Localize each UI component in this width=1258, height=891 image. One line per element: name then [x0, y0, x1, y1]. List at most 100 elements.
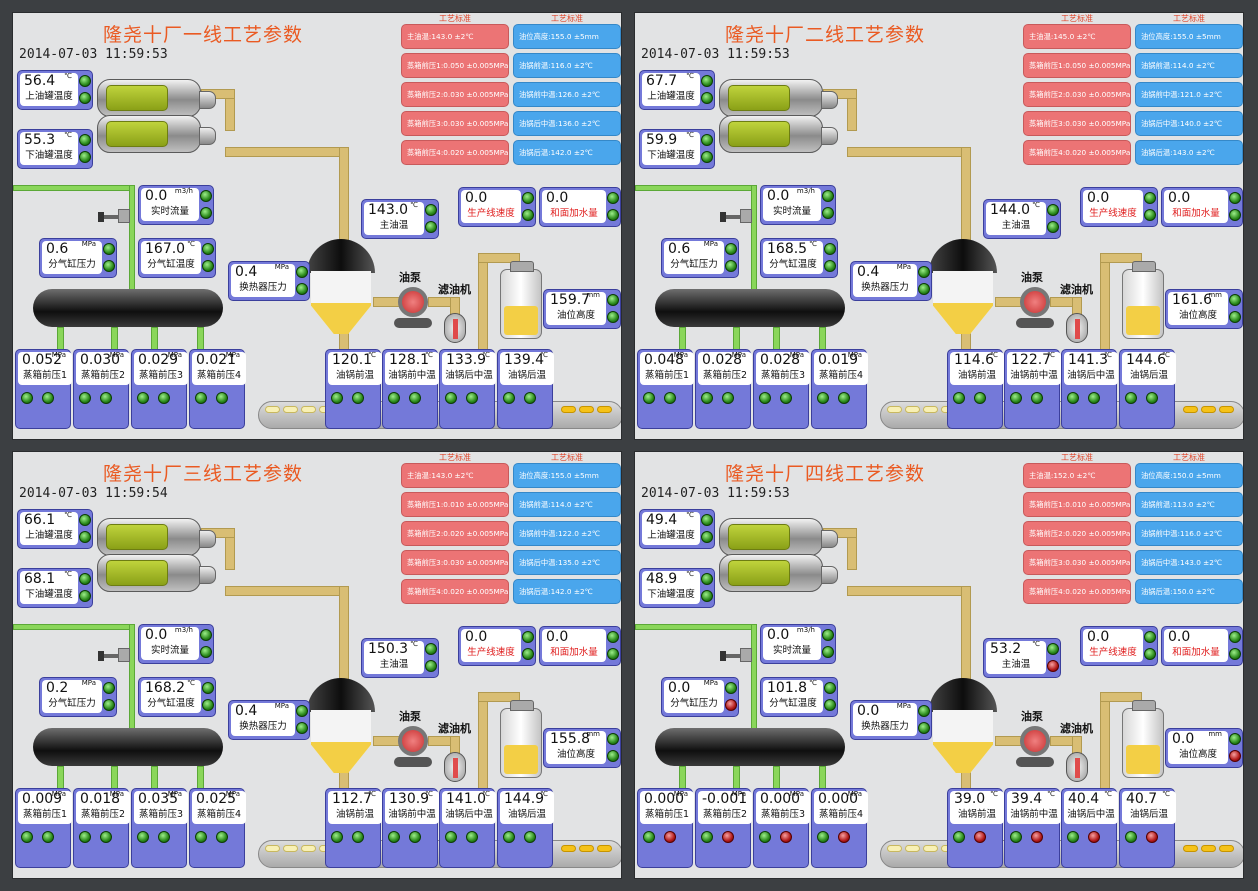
high-indicator-led: [918, 705, 930, 717]
steam-distributor-cylinder: [33, 289, 223, 327]
readout-value: 144.6: [1126, 352, 1167, 368]
noodle-block: [283, 406, 298, 413]
high-indicator-led: [1144, 631, 1156, 643]
unit-label: ℃: [809, 240, 817, 248]
readout-label: 蒸箱前压3: [760, 370, 806, 381]
oil-pipe: [961, 147, 971, 243]
steam-distributor-cylinder: [655, 289, 845, 327]
fried-noodle-block: [597, 845, 612, 852]
oil-level-tank: [500, 700, 542, 778]
fried-noodle-block: [1219, 406, 1234, 413]
steam-pipe: [635, 185, 757, 191]
readout-label: 油锅后温: [1129, 370, 1168, 381]
readout-value: -0.001: [702, 791, 748, 807]
noodle-block: [265, 406, 280, 413]
upper-oil-tank: [97, 518, 216, 556]
noodle-block: [887, 406, 902, 413]
datetime-display: 2014-07-03 11:59:54: [19, 486, 168, 501]
unit-label: MPa: [847, 351, 862, 359]
standard-red-item: 蒸箱前压2:0.020 ±0.005MPa: [401, 521, 509, 546]
low-indicator-led: [701, 92, 713, 104]
unit-label: MPa: [274, 702, 289, 710]
low-indicator-led: [918, 722, 930, 734]
standard-blue-item: 油锅前温:114.0 ±2℃: [513, 492, 621, 517]
